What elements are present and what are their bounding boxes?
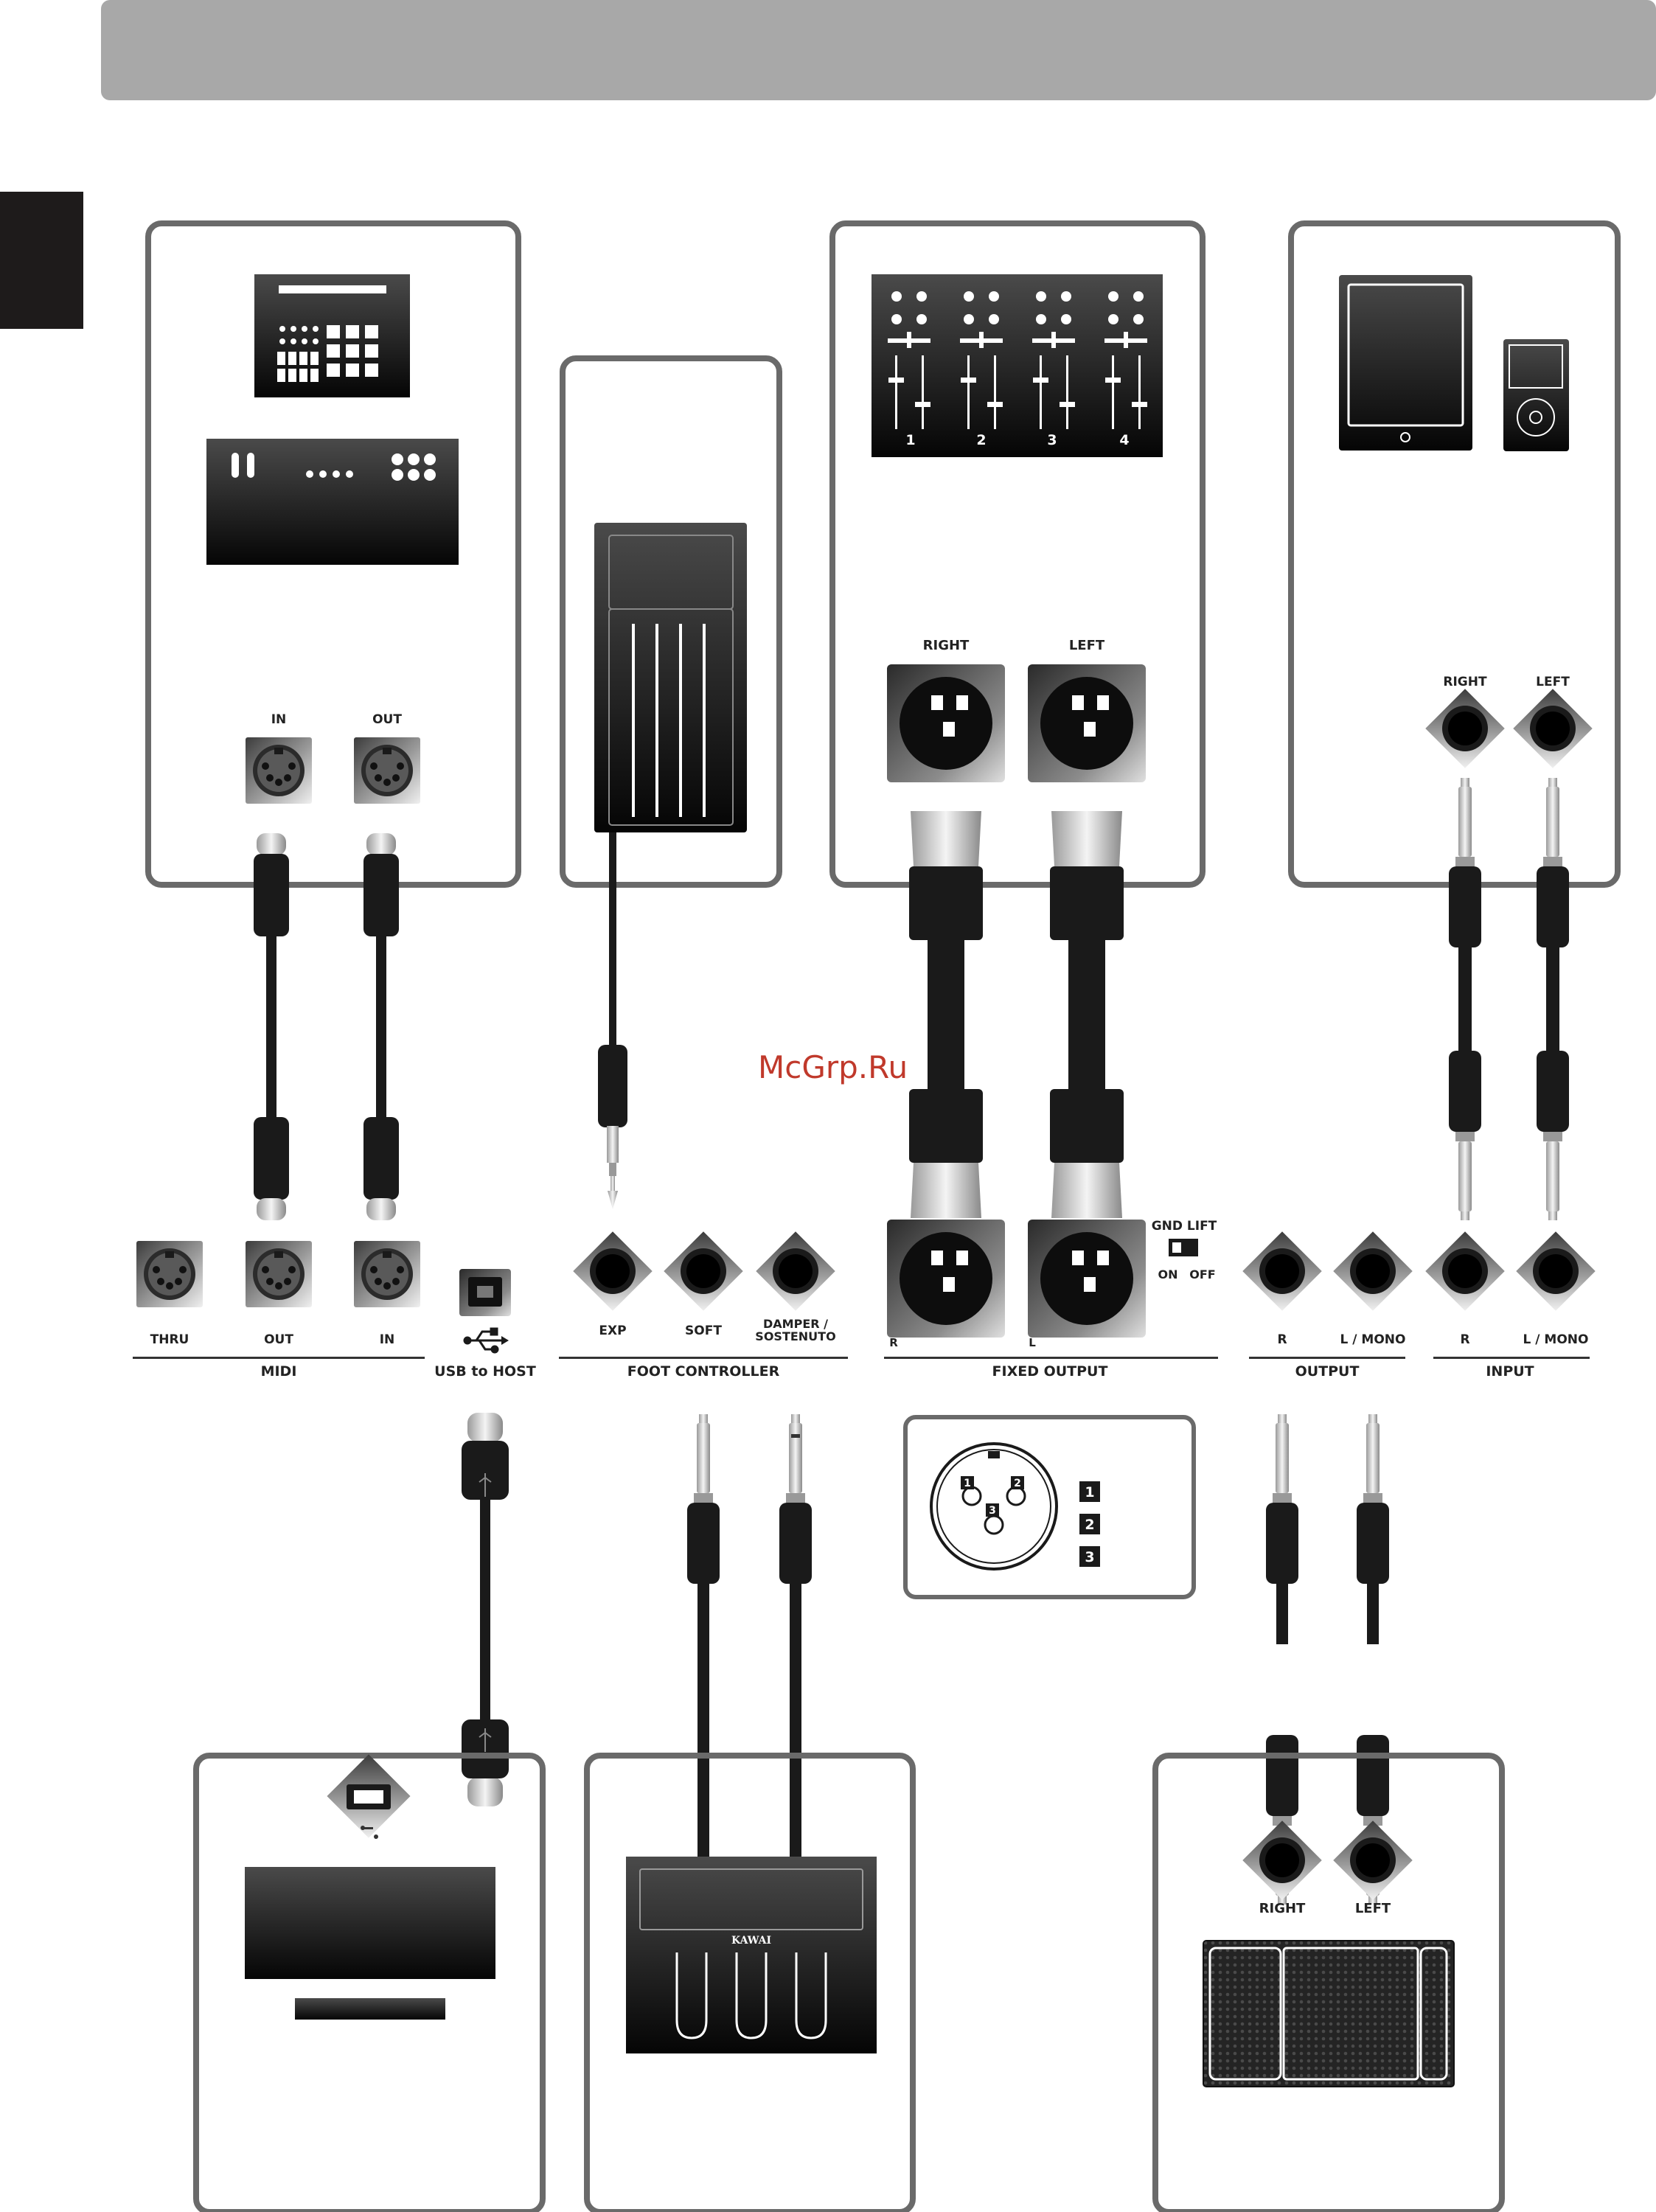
foot-controller-title: FOOT CONTROLLER [627, 1363, 780, 1380]
pinout-pin-2-tag: 2 [1014, 1478, 1021, 1489]
panel-damper-jack [756, 1231, 835, 1310]
usb-cable [462, 1413, 509, 1806]
midi-sound-module-icon [206, 439, 459, 565]
player-right-label: RIGHT [1443, 675, 1487, 689]
panel-sostenuto-label: SOSTENUTO [755, 1329, 835, 1343]
panel-exp-label: EXP [599, 1324, 626, 1338]
panel-input-l-label: L / MONO [1523, 1332, 1589, 1347]
speaker-right-jack [1242, 1820, 1321, 1899]
speaker-right-label: RIGHT [1259, 1901, 1306, 1916]
mixer-channel-1: 1 [905, 432, 915, 448]
panel-output-r-label: R [1277, 1332, 1287, 1347]
midi-cables [254, 833, 399, 1220]
gnd-lift-off-label: OFF [1189, 1267, 1215, 1281]
midi-device-out-label: OUT [372, 712, 402, 727]
panel-input-r-label: R [1460, 1332, 1469, 1347]
usb-to-host-port [459, 1269, 511, 1316]
fixed-output-title: FIXED OUTPUT [992, 1363, 1108, 1380]
pedal-unit-cables [687, 1414, 812, 1858]
mixer-channel-2: 2 [976, 432, 986, 448]
xlr-pinout-box: 1 2 3 1 2 3 [905, 1417, 1194, 1597]
side-tab [0, 192, 83, 329]
midi-device-out-port [354, 737, 420, 804]
panel-midi-thru-port [136, 1241, 203, 1307]
panel-midi-thru-label: THRU [150, 1332, 189, 1347]
gnd-lift-group: GND LIFT ON OFF [1152, 1219, 1217, 1281]
pinout-pin-3-tag: 3 [989, 1505, 996, 1517]
fixed-output-group: R L FIXED OUTPUT [884, 1220, 1218, 1380]
player-left-label: LEFT [1536, 675, 1570, 689]
input-title: INPUT [1486, 1363, 1534, 1380]
panel-midi-out-label: OUT [264, 1332, 293, 1347]
mixer-right-label: RIGHT [923, 638, 970, 653]
mixer-right-xlr [887, 664, 1005, 782]
panel-input-l-jack [1516, 1231, 1595, 1310]
mixer-icon: 1 2 3 4 [872, 274, 1163, 457]
triple-pedal-unit-icon: KAWAI [626, 1857, 877, 2053]
pinout-legend-1: 1 [1085, 1484, 1094, 1500]
panel-soft-label: SOFT [685, 1324, 722, 1338]
player-cables [1449, 778, 1569, 1220]
speaker-left-jack [1333, 1820, 1412, 1899]
panel-output-l-jack [1333, 1231, 1412, 1310]
header-bar [101, 0, 1656, 100]
mixer-left-label: LEFT [1069, 638, 1105, 653]
watermark: McGrp.Ru [758, 1049, 908, 1085]
output-group: R L / MONO OUTPUT [1242, 1231, 1412, 1380]
panel-fixed-r-xlr [887, 1220, 1005, 1338]
panel-output-l-label: L / MONO [1340, 1332, 1406, 1347]
panel-exp-jack [573, 1231, 652, 1310]
usb-icon [465, 1329, 509, 1352]
panel-input-r-jack [1425, 1231, 1504, 1310]
input-group: R L / MONO INPUT [1425, 1231, 1595, 1380]
midi-panel-group: THRU OUT IN MIDI [133, 1241, 425, 1380]
computer-monitor-icon [245, 1867, 495, 2020]
panel-output-r-jack [1242, 1231, 1321, 1310]
music-player-icon [1503, 339, 1569, 451]
pinout-legend-3: 3 [1085, 1549, 1094, 1565]
panel-midi-in-label: IN [380, 1332, 395, 1347]
pinout-legend-2: 2 [1085, 1517, 1094, 1533]
panel-midi-in-port [354, 1241, 420, 1307]
midi-device-in-label: IN [271, 712, 287, 727]
midi-group-title: MIDI [261, 1363, 297, 1380]
mixer-channel-4: 4 [1119, 432, 1129, 448]
foot-controller-group: EXP SOFT DAMPER / SOSTENUTO FOOT CONTROL… [559, 1231, 848, 1380]
midi-device-in-port [246, 737, 312, 804]
computer-usb-port-icon [327, 1754, 410, 1839]
expression-pedal-cable [598, 832, 627, 1209]
usb-panel-group: USB to HOST [434, 1269, 536, 1380]
gnd-lift-switch [1169, 1239, 1198, 1256]
xlr-cables [909, 811, 1124, 1218]
gnd-lift-label: GND LIFT [1152, 1219, 1217, 1234]
player-right-jack [1425, 689, 1504, 768]
expression-pedal-icon [594, 523, 747, 832]
pinout-pin-1-tag: 1 [964, 1478, 971, 1489]
output-title: OUTPUT [1295, 1363, 1360, 1380]
speaker-left-label: LEFT [1355, 1901, 1391, 1916]
panel-fixed-r-label: R [889, 1336, 898, 1349]
midi-sequencer-icon [254, 274, 410, 397]
mixer-left-xlr [1028, 664, 1146, 782]
player-left-jack [1513, 689, 1592, 768]
panel-fixed-l-xlr [1028, 1220, 1146, 1338]
panel-fixed-l-label: L [1029, 1336, 1036, 1349]
panel-soft-jack [664, 1231, 742, 1310]
tablet-icon [1339, 275, 1472, 451]
usb-group-title: USB to HOST [434, 1363, 536, 1380]
gnd-lift-on-label: ON [1158, 1267, 1178, 1281]
powered-speaker-icon [1203, 1941, 1454, 2087]
pedal-brand-label: KAWAI [731, 1935, 771, 1947]
mixer-channel-3: 3 [1047, 432, 1057, 448]
panel-midi-out-port [246, 1241, 312, 1307]
